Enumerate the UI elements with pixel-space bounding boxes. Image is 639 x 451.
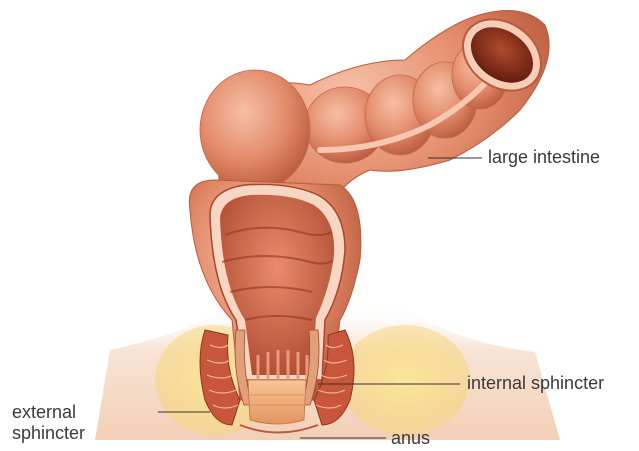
label-anus: anus [391,428,430,449]
label-external-sphincter-line1: external [12,402,85,423]
label-internal-sphincter: internal sphincter [467,373,604,394]
label-external-sphincter: external sphincter [12,402,85,444]
label-external-sphincter-line2: sphincter [12,423,85,444]
label-large-intestine: large intestine [488,147,600,168]
